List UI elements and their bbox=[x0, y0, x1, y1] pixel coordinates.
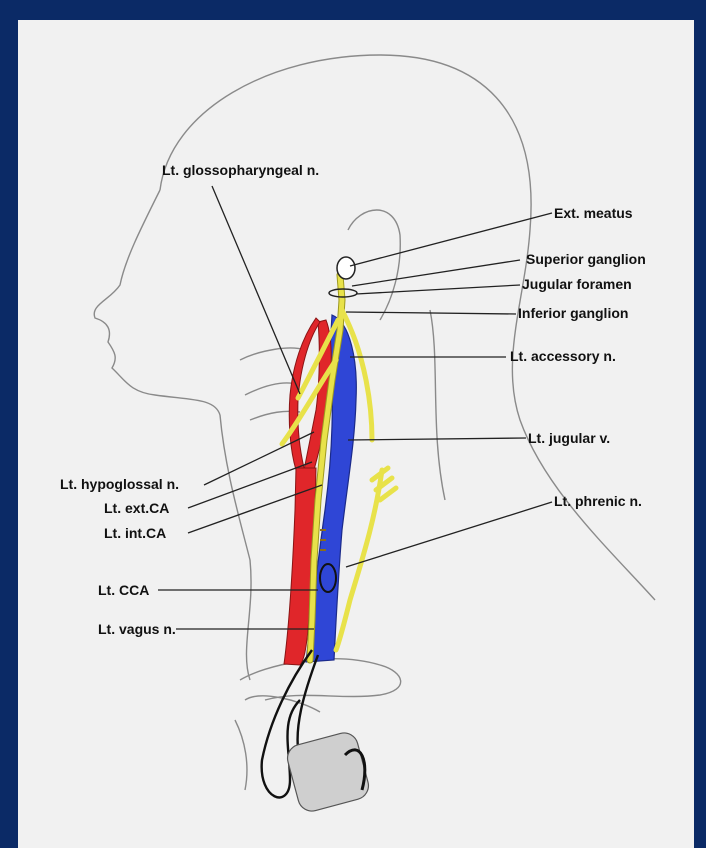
label-phrenic: Lt. phrenic n. bbox=[554, 493, 642, 509]
label-ext-meatus: Ext. meatus bbox=[554, 205, 633, 221]
label-cca: Lt. CCA bbox=[98, 582, 149, 598]
ext-meatus-ring bbox=[337, 257, 355, 279]
label-vagus: Lt. vagus n. bbox=[98, 621, 176, 637]
label-int-ca: Lt. int.CA bbox=[104, 525, 166, 541]
label-hypoglossal: Lt. hypoglossal n. bbox=[60, 476, 179, 492]
pulse-generator bbox=[262, 650, 372, 814]
label-jugular-foramen: Jugular foramen bbox=[522, 276, 632, 292]
label-jugular-vein: Lt. jugular v. bbox=[528, 430, 610, 446]
label-glossopharyngeal: Lt. glossopharyngeal n. bbox=[162, 162, 319, 178]
label-ext-ca: Lt. ext.CA bbox=[104, 500, 169, 516]
label-inferior-ganglion: Inferior ganglion bbox=[518, 305, 628, 321]
label-superior-ganglion: Superior ganglion bbox=[526, 251, 646, 267]
label-accessory: Lt. accessory n. bbox=[510, 348, 616, 364]
